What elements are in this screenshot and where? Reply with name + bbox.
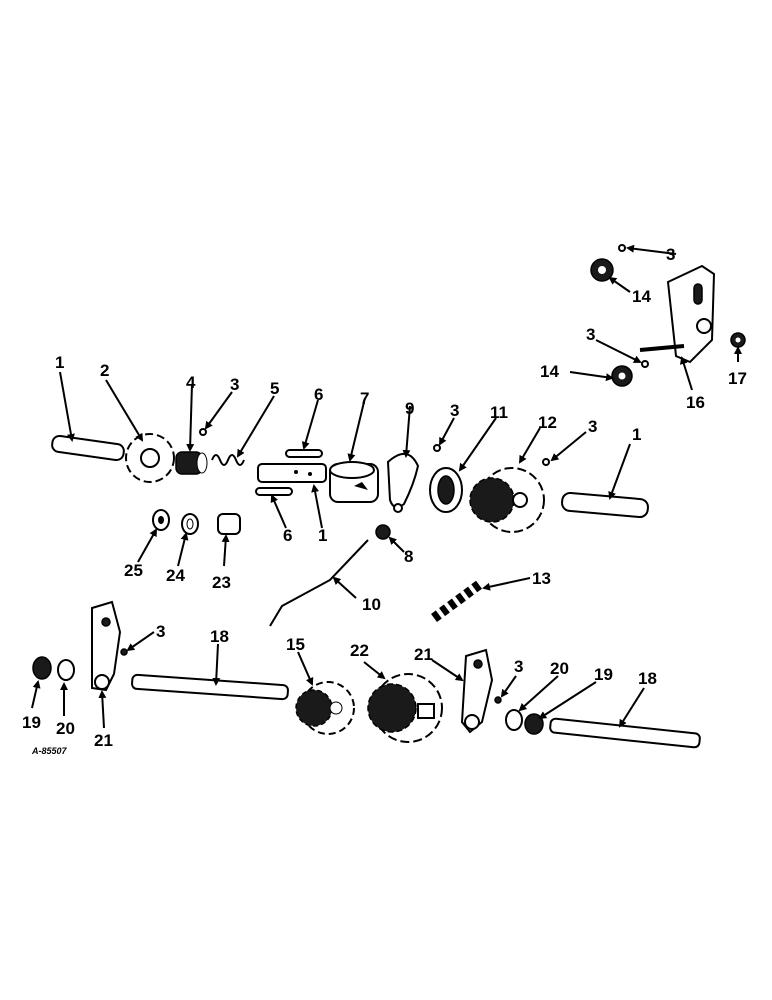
label-1: 1: [318, 526, 327, 545]
collar-11: [429, 467, 463, 513]
label-2: 2: [100, 361, 109, 380]
label-16: 16: [686, 393, 705, 412]
shaft-18-left: [131, 673, 289, 701]
label-25: 25: [124, 561, 143, 580]
washer-25: [152, 509, 170, 531]
hub-4: [175, 451, 208, 475]
label-19: 19: [594, 665, 613, 684]
label-3: 3: [230, 375, 239, 394]
washer-20-right: [505, 709, 523, 731]
sprocket-14-lower: [611, 365, 633, 387]
label-18: 18: [210, 627, 229, 646]
sprocket-12: [469, 467, 545, 533]
washer-19-left: [32, 656, 52, 680]
label-12: 12: [538, 413, 557, 432]
shaft-18-right: [549, 717, 701, 749]
pin-3-d: [433, 444, 441, 452]
label-15: 15: [286, 635, 305, 654]
bolt-8: [375, 524, 391, 540]
pin-3-c: [199, 428, 207, 436]
chain-13: [431, 579, 483, 623]
washer-24: [181, 513, 199, 535]
spring-5: [211, 454, 245, 466]
label-5: 5: [270, 379, 279, 398]
washer-20-left: [57, 659, 75, 681]
sprocket-2: [125, 433, 175, 483]
label-23: 23: [212, 573, 231, 592]
pin-3-b: [641, 360, 649, 368]
label-6: 6: [283, 526, 292, 545]
label-3: 3: [450, 401, 459, 420]
label-3: 3: [586, 325, 595, 344]
pin-3-a: [618, 244, 626, 252]
pin-6-lower: [255, 487, 293, 496]
label-20: 20: [550, 659, 569, 678]
arm-21-left: [91, 600, 122, 692]
sprocket-15: [295, 681, 355, 735]
pin-6-upper: [285, 449, 323, 458]
label-21: 21: [94, 731, 113, 750]
label-22: 22: [350, 641, 369, 660]
bushing-23: [217, 513, 241, 535]
nut-17: [730, 332, 746, 348]
shaft-1-right: [561, 491, 649, 519]
dog-9: [386, 453, 420, 513]
bracket-16: [639, 264, 716, 364]
sprocket-22: [367, 673, 443, 743]
sprocket-14-upper: [590, 258, 614, 282]
label-4: 4: [186, 373, 196, 392]
shaft-1-left: [51, 434, 125, 462]
label-1: 1: [632, 425, 641, 444]
label-9: 9: [405, 399, 414, 418]
label-3: 3: [666, 245, 675, 264]
rod-10: [269, 539, 369, 627]
label-21: 21: [414, 645, 433, 664]
label-24: 24: [166, 566, 185, 585]
label-6: 6: [314, 385, 323, 404]
drawing-id: A-85507: [31, 746, 68, 756]
label-1: 1: [55, 353, 64, 372]
label-14: 14: [632, 287, 651, 306]
label-10: 10: [362, 595, 381, 614]
pin-3-f: [120, 648, 128, 656]
label-8: 8: [404, 547, 413, 566]
label-3: 3: [514, 657, 523, 676]
label-20: 20: [56, 719, 75, 738]
label-11: 11: [490, 403, 508, 422]
clutch-7: [329, 461, 379, 503]
callout-labels: 3 14 3 14 17 16 1 2 4 3 5 6 7 9 3 11 12 …: [22, 245, 747, 756]
arm-21-right: [460, 648, 494, 734]
leader-lines: [31, 244, 742, 729]
label-13: 13: [532, 569, 551, 588]
pin-3-e: [542, 458, 550, 466]
label-18: 18: [638, 669, 657, 688]
pin-3-g: [494, 696, 502, 704]
label-19: 19: [22, 713, 41, 732]
label-3: 3: [156, 622, 165, 641]
label-7: 7: [360, 389, 369, 408]
label-3: 3: [588, 417, 597, 436]
shaft-1-center: [257, 463, 327, 483]
label-17: 17: [728, 369, 747, 388]
label-14: 14: [540, 362, 559, 381]
